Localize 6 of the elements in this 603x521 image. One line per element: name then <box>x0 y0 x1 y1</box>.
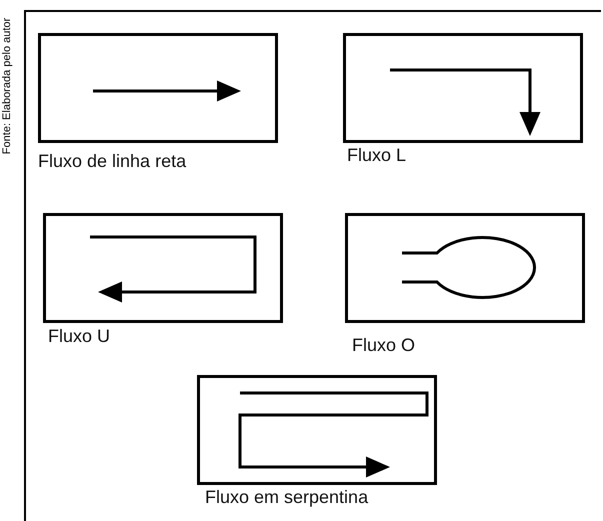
flow-caption: Fluxo L <box>347 145 406 166</box>
flow-caption: Fluxo O <box>352 335 416 356</box>
source-note: Fonte: Elaborada pelo autor <box>1 16 13 156</box>
flow-caption: Fluxo em serpentina <box>205 487 368 508</box>
flow-caption: Fluxo U <box>48 326 110 347</box>
flow-caption: Fluxo de linha reta <box>38 151 186 172</box>
